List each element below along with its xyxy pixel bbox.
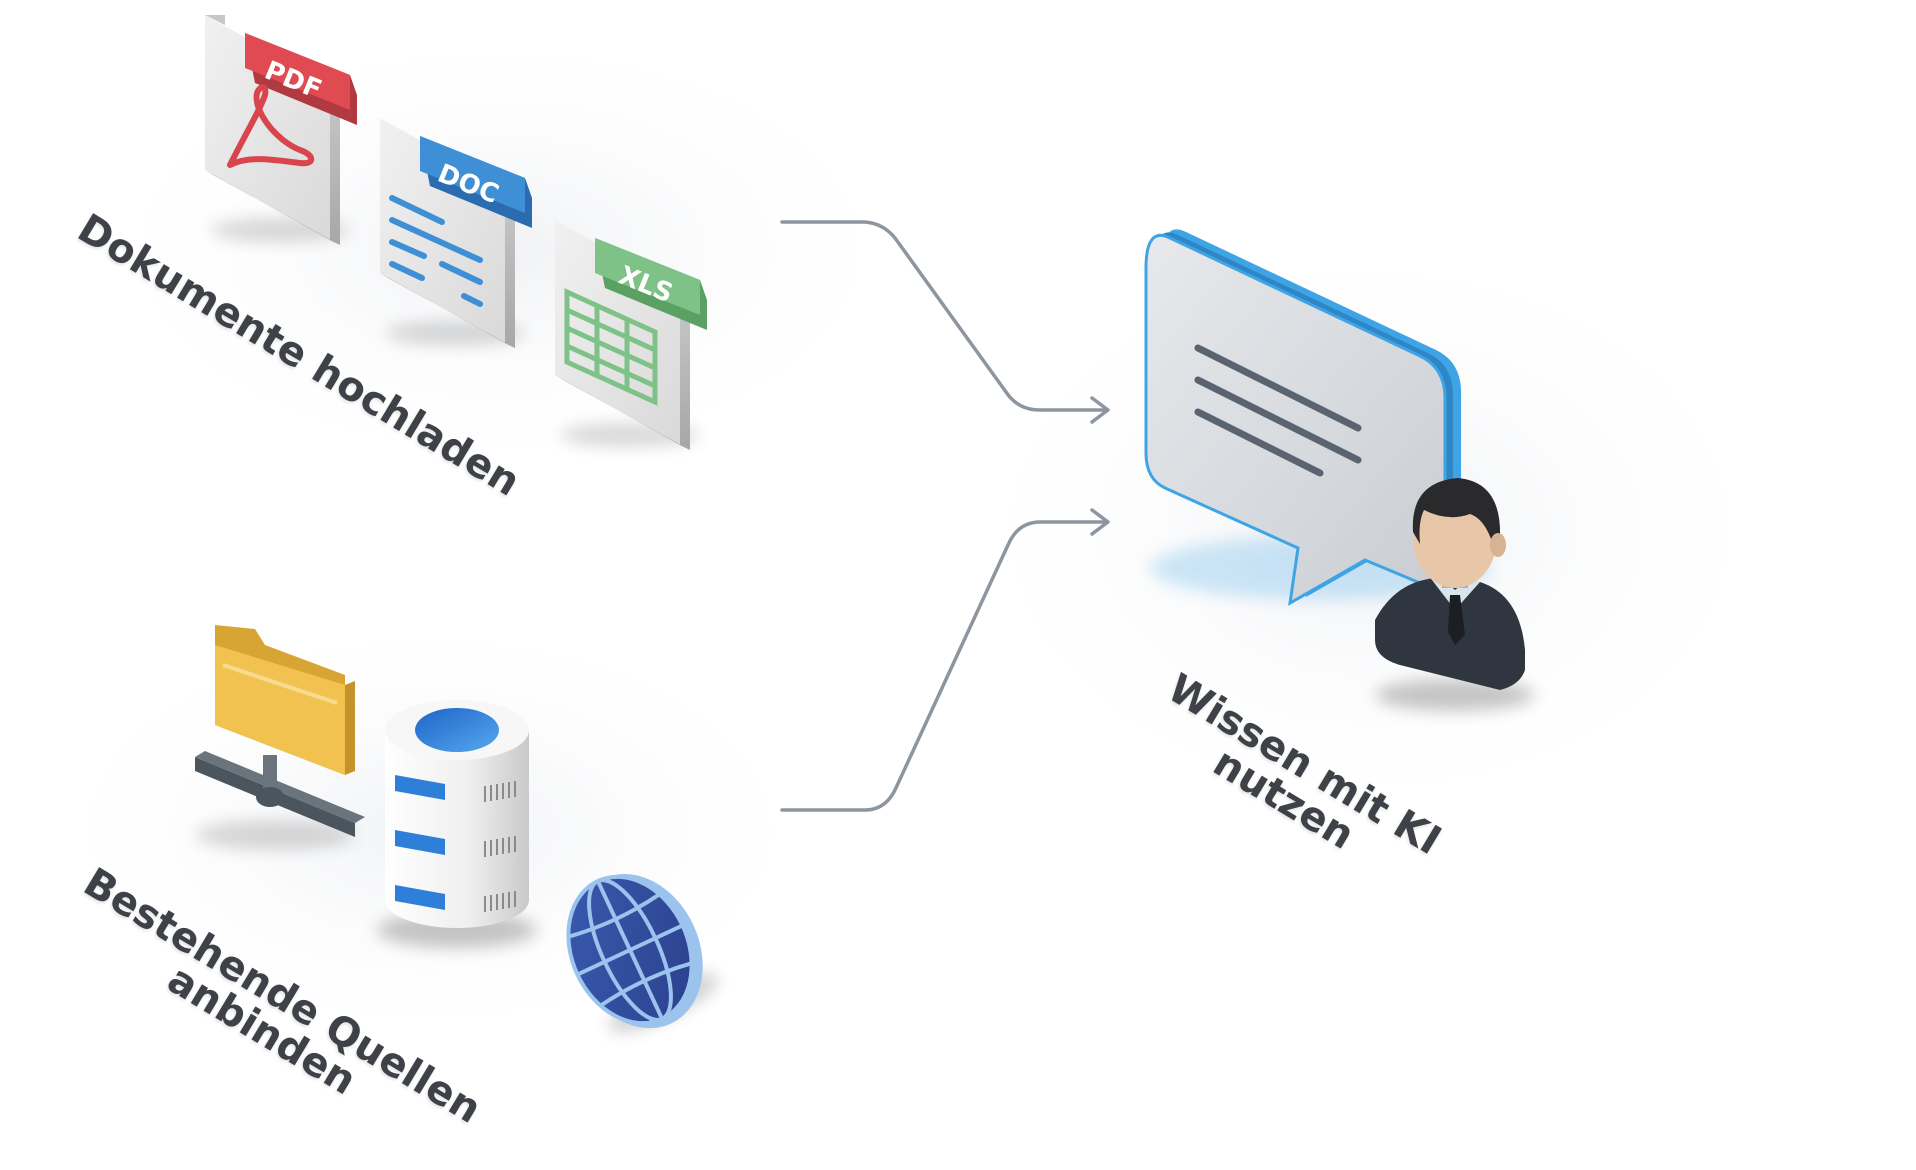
network-folder-icon <box>195 625 365 850</box>
doc-file-icon: DOC <box>380 118 532 348</box>
spreadsheet-grid <box>564 288 658 406</box>
database-server-icon <box>377 700 537 948</box>
connector-from-sources <box>780 520 1108 812</box>
arrowhead-upper <box>1090 396 1110 424</box>
doc-badge <box>420 136 525 213</box>
user-avatar-icon <box>1375 478 1535 711</box>
connector-arrows <box>780 220 1110 812</box>
connector-from-upload <box>780 220 1108 412</box>
arrowhead-lower <box>1090 508 1110 536</box>
chat-bubble-icon <box>1144 229 1490 606</box>
xls-file-icon: XLS <box>555 220 707 450</box>
pdf-file-icon: PDF <box>205 15 357 245</box>
pdf-badge <box>245 33 350 110</box>
xls-badge <box>595 238 700 315</box>
globe-icon <box>566 873 719 1033</box>
